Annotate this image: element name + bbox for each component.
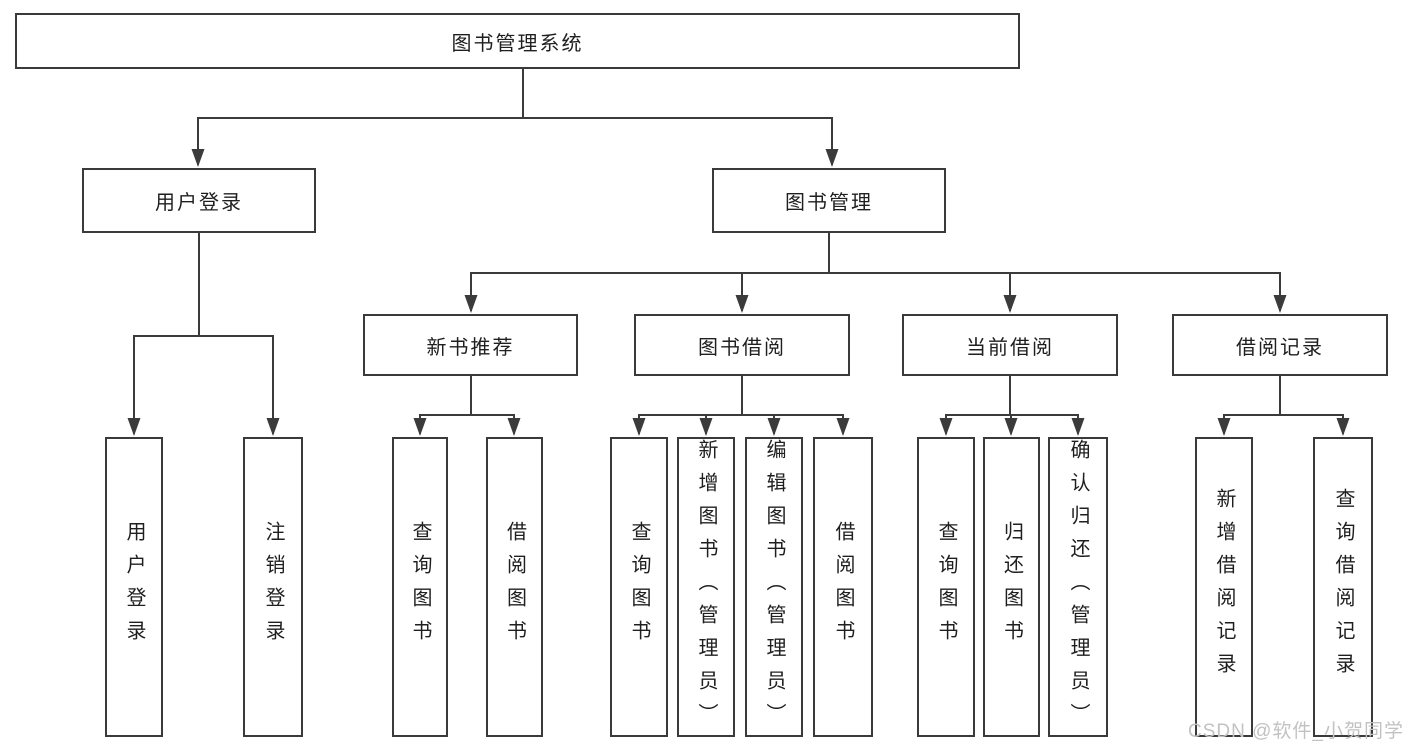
node-label: 查询借阅记录 bbox=[1332, 488, 1354, 686]
node-book-management: 图书管理 bbox=[712, 168, 946, 233]
node-borrowing-records: 借阅记录 bbox=[1172, 314, 1388, 376]
node-leaf-query-book-2: 查询图书 bbox=[610, 437, 668, 737]
node-leaf-query-book-1: 查询图书 bbox=[392, 437, 448, 737]
node-label: 确认归还（管理员） bbox=[1067, 438, 1089, 736]
node-leaf-confirm-return-admin: 确认归还（管理员） bbox=[1048, 437, 1108, 737]
node-label: 借阅图书 bbox=[503, 521, 526, 653]
node-library-system: 图书管理系统 bbox=[15, 13, 1020, 69]
node-label: 用户登录 bbox=[123, 521, 145, 653]
node-leaf-edit-book-admin: 编辑图书（管理员） bbox=[745, 437, 803, 737]
node-leaf-query-borrow-record: 查询借阅记录 bbox=[1313, 437, 1373, 737]
node-book-borrowing: 图书借阅 bbox=[634, 314, 850, 376]
node-label: 编辑图书（管理员） bbox=[763, 438, 785, 736]
node-current-borrowing: 当前借阅 bbox=[902, 314, 1118, 376]
node-new-book-recommend: 新书推荐 bbox=[363, 314, 578, 376]
node-label: 归还图书 bbox=[1000, 521, 1023, 653]
node-leaf-borrow-book-1: 借阅图书 bbox=[486, 437, 543, 737]
node-leaf-logout: 注销登录 bbox=[243, 437, 303, 737]
node-label: 图书管理系统 bbox=[451, 32, 584, 55]
node-user-login: 用户登录 bbox=[82, 168, 316, 233]
node-label: 新增图书（管理员） bbox=[695, 438, 717, 736]
node-leaf-add-borrow-record: 新增借阅记录 bbox=[1195, 437, 1253, 737]
node-leaf-add-book-admin: 新增图书（管理员） bbox=[677, 437, 735, 737]
csdn-watermark: CSDN @软件_小贺同学 bbox=[1188, 721, 1404, 742]
node-label: 图书管理 bbox=[785, 192, 873, 214]
node-leaf-user-login: 用户登录 bbox=[105, 437, 163, 737]
node-label: 查询图书 bbox=[409, 521, 431, 653]
node-label: 图书借阅 bbox=[698, 336, 786, 359]
node-label: 查询图书 bbox=[935, 521, 957, 653]
node-label: 用户登录 bbox=[155, 192, 243, 214]
node-label: 查询图书 bbox=[628, 521, 650, 653]
node-label: 注销登录 bbox=[262, 521, 284, 653]
node-label: 新书推荐 bbox=[426, 336, 515, 359]
node-leaf-query-book-3: 查询图书 bbox=[917, 437, 975, 737]
node-label: 新增借阅记录 bbox=[1213, 488, 1235, 686]
node-leaf-return-book: 归还图书 bbox=[983, 437, 1040, 737]
node-leaf-borrow-book-2: 借阅图书 bbox=[813, 437, 873, 737]
node-label: 借阅图书 bbox=[832, 521, 854, 653]
node-label: 借阅记录 bbox=[1236, 336, 1324, 359]
node-label: 当前借阅 bbox=[966, 336, 1054, 359]
